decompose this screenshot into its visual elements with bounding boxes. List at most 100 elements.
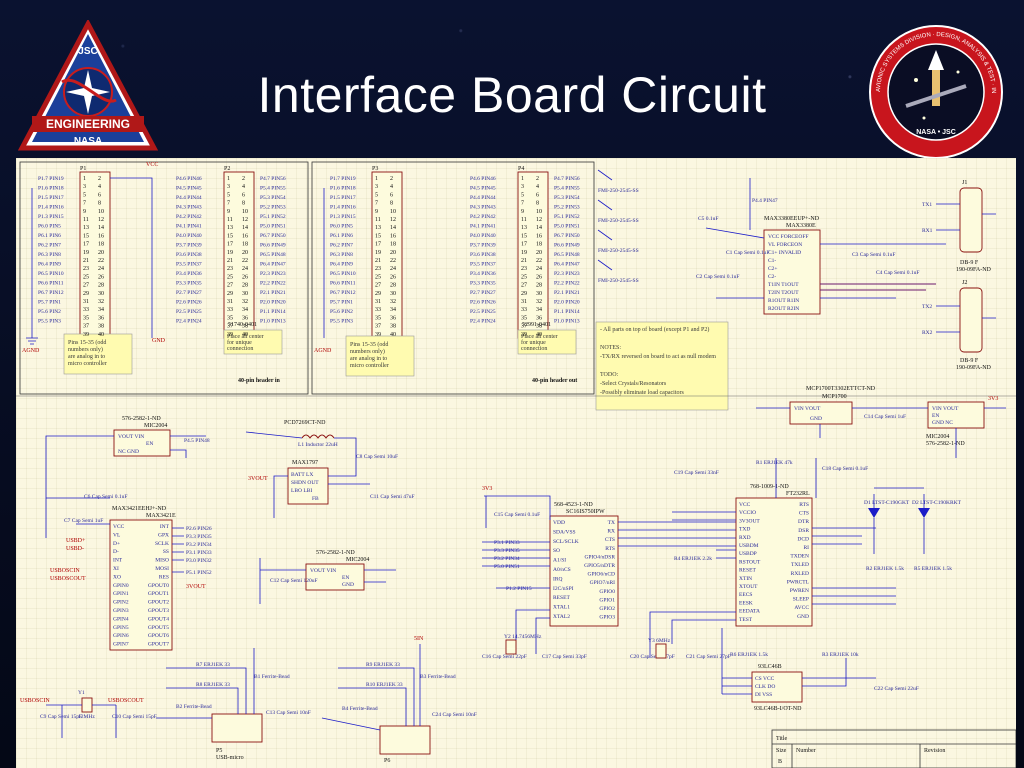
u2-pin-label: GPIN5	[113, 625, 129, 631]
header-pin-number: 11	[83, 217, 89, 223]
header-pin-number: 26	[242, 274, 248, 280]
u4-net: P5.0 PIN51	[494, 564, 520, 570]
net-label: P6.6 PIN49	[554, 243, 580, 249]
header-pin-number: 3	[83, 184, 86, 190]
inductor-l1	[301, 434, 335, 439]
header-pin-number: 18	[98, 242, 104, 248]
u7-name: MCP1700	[822, 394, 847, 400]
header-pin-number: 28	[242, 283, 248, 289]
header-pin-number: 32	[242, 299, 248, 305]
net-label: P4.0 PIN40	[176, 233, 202, 239]
header-pin-number: 13	[521, 225, 527, 231]
db9-j1-pn: 190-09FA-ND	[956, 267, 992, 273]
u2-pin-label: GPOUT7	[148, 642, 169, 648]
header-pin-number: 8	[390, 201, 393, 207]
header-pin-number: 35	[375, 315, 381, 321]
net-label: P5.3 PIN54	[554, 195, 580, 201]
net-label: P4.5 PIN45	[470, 186, 496, 192]
header-pin-number: 30	[242, 291, 248, 297]
p2-note-line: Place all center	[227, 334, 264, 340]
u5-pin-label: AVCC	[794, 605, 809, 611]
u2-pin-label: VCC	[113, 524, 125, 530]
u5-left-pins: VCCVCCIO3V3OUTTXDRXDUSBDMUSBDPRSTOUTRESE…	[739, 502, 761, 623]
header-pin-number: 35	[521, 315, 527, 321]
p1-note	[63, 333, 133, 375]
u3-pin: SHDN OUT	[291, 480, 319, 486]
net-label: P5.6 PIN2	[330, 309, 353, 315]
p2-ref: P2	[224, 166, 230, 172]
u2-pin-label: INT	[113, 558, 123, 564]
u2-pin-label: GPOUT1	[148, 591, 169, 597]
header-pin-number: 21	[83, 258, 89, 264]
u5-pin-label: TXD	[739, 527, 750, 533]
title-block-revision-label: Revision	[924, 748, 945, 754]
db9-j1-tx-label: TX1	[922, 202, 932, 208]
net-label: P1.4 PIN16	[330, 205, 356, 211]
net-label: P6.3 PIN8	[38, 252, 61, 258]
p4-note	[517, 329, 577, 355]
p5-body	[211, 713, 263, 743]
u5-pin-label: RI	[804, 545, 810, 551]
header-pin-number: 10	[98, 209, 104, 215]
header-pin-number: 33	[521, 307, 527, 313]
p5-component: B1 Ferrite-Bead	[254, 674, 290, 680]
u4-pin-label: RESET	[553, 595, 570, 601]
u2-pin-label: GPIN7	[113, 642, 129, 648]
u2-pin-label: VL	[113, 532, 121, 538]
p3-note-line: numbers only)	[350, 348, 385, 355]
header-pin-number: 3	[227, 184, 230, 190]
header-pin-number: 22	[242, 258, 248, 264]
u4-net: 3V3	[482, 486, 492, 492]
u2-net: 3VOUT	[186, 584, 206, 590]
header-pin-number: 16	[390, 233, 396, 239]
u5-pin-label: TXLED	[791, 562, 809, 568]
header-pin-number: 36	[98, 315, 104, 321]
notes-line: -Select Crystals/Resonators	[600, 381, 667, 387]
net-label: P2.4 PIN24	[470, 319, 496, 325]
p2-body	[223, 171, 255, 339]
net-label: P2.7 PIN27	[176, 290, 202, 296]
header-pin-number: 14	[98, 225, 104, 231]
header-pin-number: 36	[390, 315, 396, 321]
u5-component: C18 Cap Semi 0.1uF	[822, 466, 868, 472]
header-pin-number: 8	[98, 201, 101, 207]
u5-pin-label: RXD	[739, 535, 751, 541]
p4-caption: 40-pin header out	[532, 378, 577, 384]
rs232-pin-label: C2+	[768, 266, 778, 272]
header-pin-number: 39	[375, 332, 381, 338]
net-label: P6.2 PIN7	[330, 243, 353, 249]
net-label: P2.5 PIN25	[470, 309, 496, 315]
rs232-cap-label: C1 Cap Semi 0.1uF	[726, 250, 769, 256]
u10-pin: EN	[146, 441, 153, 447]
u2-left-pins: VCCVLD+D-INTXIXOGPIN0GPIN1GPIN2GPIN3GPIN…	[113, 524, 129, 648]
y3-body	[655, 643, 667, 659]
header-pin-number: 22	[536, 258, 542, 264]
u5-pin-label: RSTOUT	[739, 559, 761, 565]
net-label: P2.3 PIN23	[260, 271, 286, 277]
header-pin-number: 27	[521, 283, 527, 289]
header-pin-number: 31	[227, 299, 233, 305]
u9-pin: VIN VOUT	[932, 406, 959, 412]
u8-component: R3 ERJ1EK 10k	[822, 652, 859, 658]
u2-pin-label: GPOUT2	[148, 600, 169, 606]
u5-pin-label: GND	[797, 614, 809, 620]
p4-ref: P4	[518, 166, 524, 172]
u5-pin-label: DSR	[798, 528, 809, 534]
db9-j2-part: DB-9 F	[960, 358, 979, 364]
net-label: P3.6 PIN38	[470, 252, 496, 258]
net-label: P6.6 PIN11	[330, 281, 356, 287]
regulator-u7: MCP1700T3302ETTCT-ND MCP1700 VIN VOUT GN…	[756, 386, 914, 438]
u2-cap-label: C7 Cap Semi 1uF	[64, 518, 103, 524]
regulator-u9: VIN VOUT EN GND NC MIC2004 576-2582-1-ND…	[914, 396, 1006, 458]
p6-component: R10 ERJ1EK 33	[366, 682, 403, 688]
notes-line: -TX/RX reversed on board to act as null …	[600, 354, 716, 360]
p3-body	[371, 171, 403, 339]
rs232-pin-label: R1OUT R1IN	[768, 298, 799, 304]
net-label: P4.4 PIN44	[470, 195, 496, 201]
net-label: P5.0 PIN51	[260, 224, 286, 230]
header-pin-number: 18	[242, 242, 248, 248]
u4-pin-label: GPIO4/nDSR	[584, 554, 615, 560]
u4-net: P3.1 PIN33	[494, 540, 520, 546]
